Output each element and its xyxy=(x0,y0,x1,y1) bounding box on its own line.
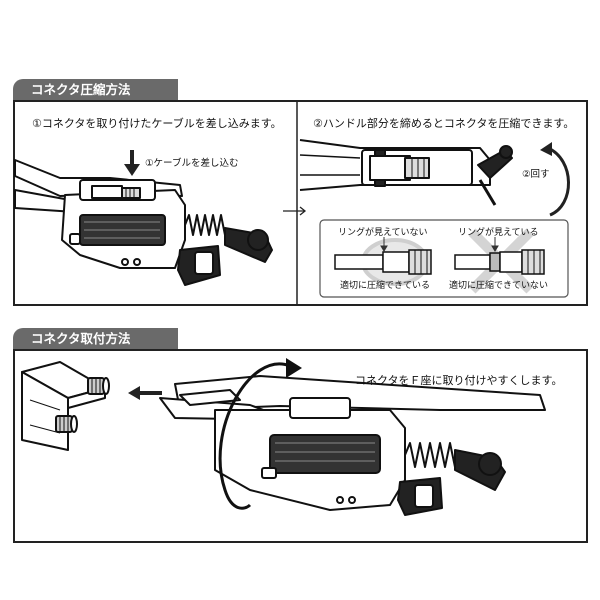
section1-title: コネクタ圧縮方法 xyxy=(31,82,131,97)
ng-example xyxy=(454,249,545,275)
ng-caption: 適切に圧縮できていない xyxy=(449,281,549,291)
next-arrow xyxy=(283,206,307,216)
ng-label: リングが見えている xyxy=(458,228,539,238)
ok-label: リングが見えていない xyxy=(338,228,428,238)
flip-arrow-head xyxy=(286,358,302,378)
section2-tab: コネクタ取付方法 xyxy=(13,328,178,350)
flip-arrow xyxy=(218,362,291,510)
section2-description: コネクタをＦ座に取り付けやすくします。 xyxy=(355,374,563,387)
ok-caption: 適切に圧縮できている xyxy=(340,281,431,291)
attach-arrow xyxy=(128,386,162,400)
step1-note: ①ケーブルを差し込む xyxy=(145,158,239,169)
step2-note: ②回す xyxy=(522,169,550,180)
crimp-tool-step1 xyxy=(14,159,273,286)
ok-pointer xyxy=(380,237,388,252)
step2-instruction: ②ハンドル部分を締めるとコネクタを圧縮できます。 xyxy=(313,117,575,130)
rotate-arrow xyxy=(547,146,570,217)
crimp-tool-step2 xyxy=(299,139,513,206)
step1-instruction: ①コネクタを取り付けたケーブルを差し込みます。 xyxy=(32,117,282,130)
ng-pointer xyxy=(491,237,499,252)
insert-arrow xyxy=(124,150,140,176)
f-connector-panel xyxy=(21,361,110,451)
section1-tab: コネクタ圧縮方法 xyxy=(13,79,178,101)
crimp-tool-section2 xyxy=(159,375,546,516)
ok-example xyxy=(334,238,432,286)
section2-title: コネクタ取付方法 xyxy=(31,331,131,346)
rotate-arrow-head xyxy=(540,142,552,156)
